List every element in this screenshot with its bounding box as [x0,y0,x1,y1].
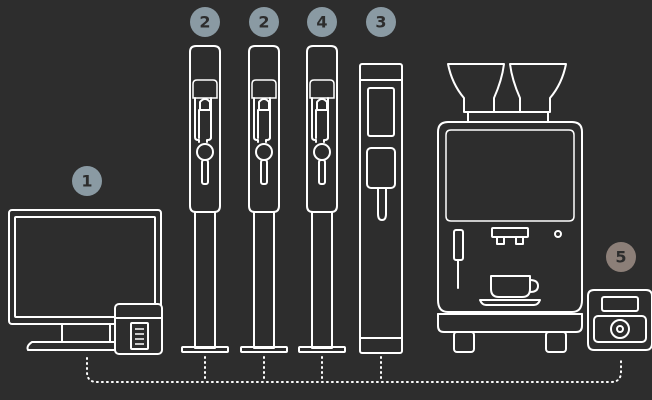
control-unit-icon [588,290,652,350]
badge-control-unit: 5 [606,242,636,272]
badge-number: 5 [615,248,626,267]
beer-tap-tower-3 [299,46,345,352]
beer-tap-tower-1 [182,46,228,352]
badge-tap-2: 2 [249,7,279,37]
network-connection-line [87,357,621,382]
coffee-machine-icon [438,64,582,352]
badge-number: 2 [258,13,269,32]
badge-tap-1: 2 [190,7,220,37]
badge-number: 1 [81,172,92,191]
badge-number: 3 [375,13,386,32]
badge-monitor: 1 [72,166,102,196]
badge-number: 4 [316,13,327,32]
receipt-printer-icon [115,304,162,354]
badge-dispenser: 3 [366,7,396,37]
badge-number: 2 [199,13,210,32]
beer-tap-tower-2 [241,46,287,352]
badge-tap-3: 4 [307,7,337,37]
hot-water-dispenser-icon [360,64,402,353]
